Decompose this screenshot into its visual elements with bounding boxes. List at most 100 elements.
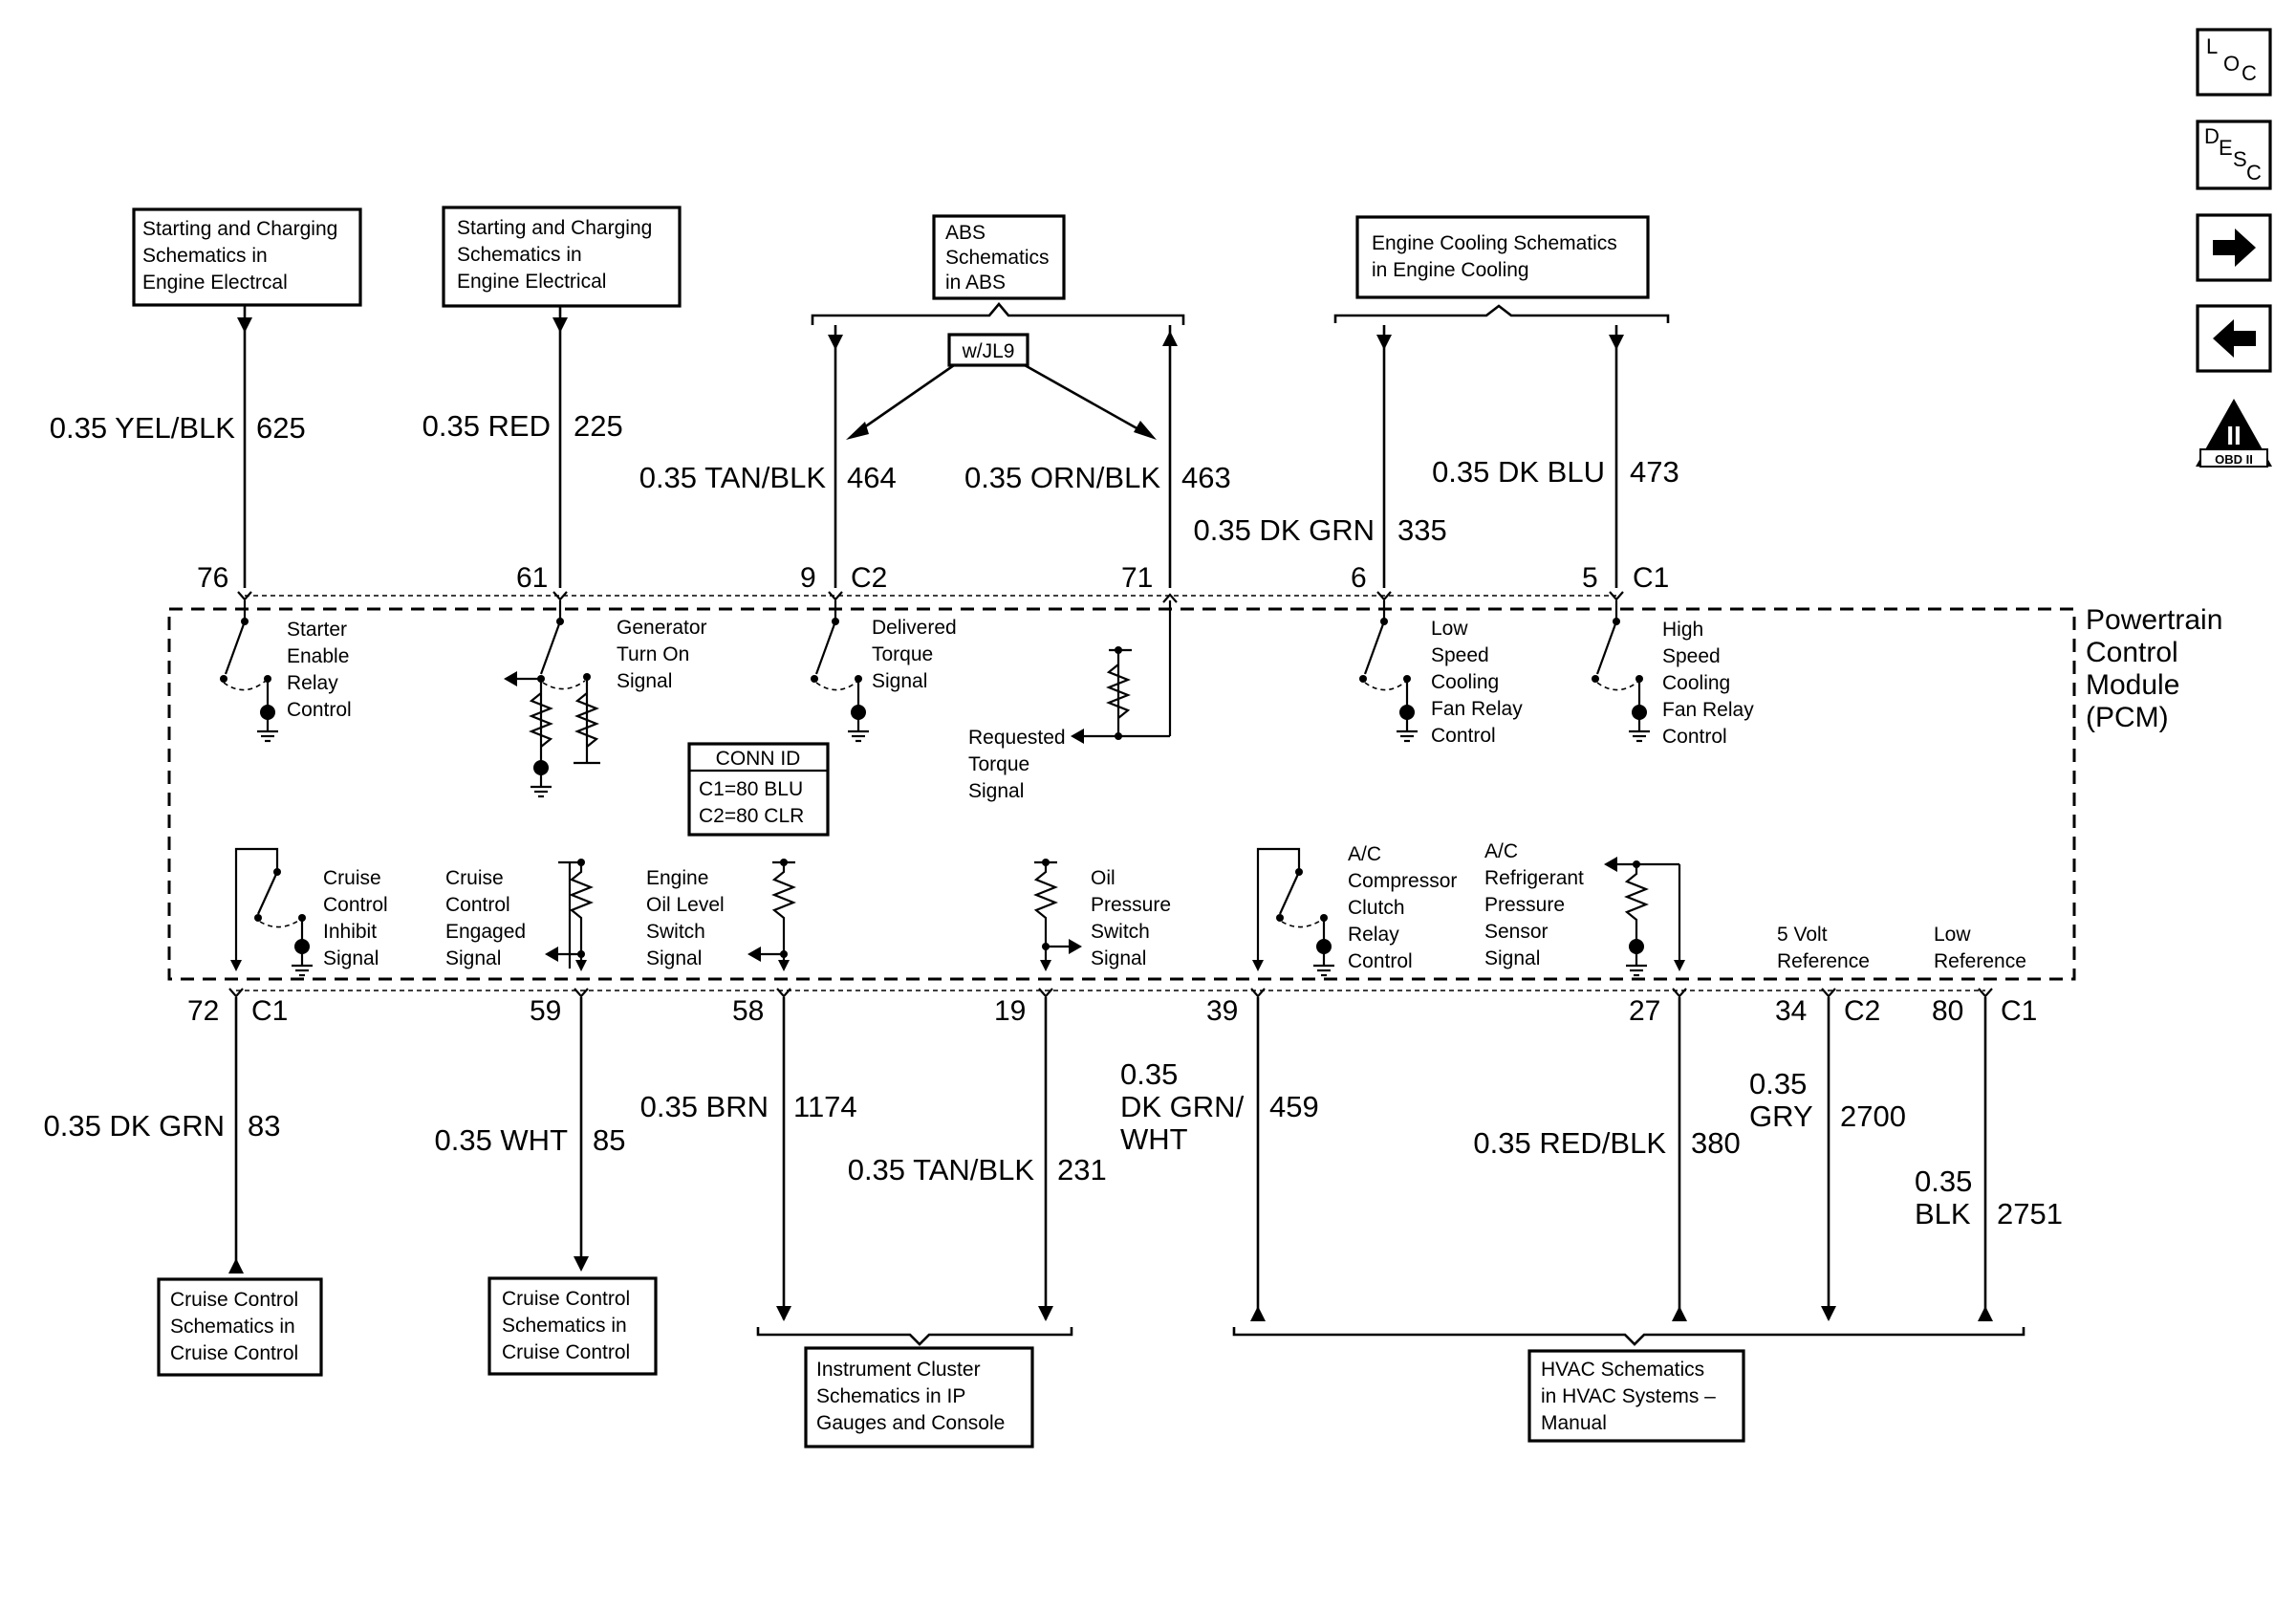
svg-text:Fan Relay: Fan Relay: [1431, 698, 1523, 720]
svg-text:C: C: [2246, 161, 2262, 185]
svg-text:0.35: 0.35: [1749, 1067, 1807, 1100]
svg-text:463: 463: [1181, 461, 1231, 494]
svg-text:Control: Control: [1348, 950, 1413, 972]
svg-text:Starting and Charging: Starting and Charging: [457, 217, 652, 239]
svg-text:E: E: [2219, 136, 2233, 160]
cruise-engaged-label: Cruise Control Engaged Signal: [445, 867, 526, 969]
ac-pressure-label: A/C Refrigerant Pressure Sensor Signal: [1484, 840, 1584, 969]
wire-459[interactable]: 39 0.35 DK GRN/ WHT 459: [1120, 995, 1319, 1321]
svg-text:Cruise Control: Cruise Control: [502, 1288, 630, 1310]
svg-text:(PCM): (PCM): [2086, 702, 2169, 733]
previous-page-arrow-icon[interactable]: [2196, 304, 2272, 373]
svg-text:Signal: Signal: [323, 947, 379, 969]
svg-text:Cooling: Cooling: [1662, 672, 1730, 694]
svg-text:0.35 WHT: 0.35 WHT: [434, 1123, 568, 1157]
svg-text:0.35 RED/BLK: 0.35 RED/BLK: [1473, 1126, 1666, 1160]
low-speed-fan-switch: [1359, 600, 1419, 743]
svg-text:0.35 DK BLU: 0.35 DK BLU: [1432, 455, 1605, 489]
oil-level-circuit: [747, 859, 796, 971]
svg-text:Fan Relay: Fan Relay: [1662, 699, 1754, 721]
svg-text:in Engine Cooling: in Engine Cooling: [1372, 259, 1529, 281]
svg-text:Torque: Torque: [872, 643, 933, 665]
wire-225[interactable]: 0.35 RED 225 61: [422, 306, 623, 594]
wire-463[interactable]: 0.35 ORN/BLK 463 71: [964, 325, 1231, 594]
svg-text:76: 76: [197, 562, 228, 594]
svg-text:Compressor: Compressor: [1348, 870, 1457, 892]
svg-text:O: O: [2223, 52, 2240, 76]
svg-text:625: 625: [256, 411, 306, 445]
box-starting-charging-2[interactable]: Starting and Charging Schematics in Engi…: [442, 206, 682, 308]
loc-icon[interactable]: L O C: [2196, 28, 2272, 97]
next-page-arrow-icon[interactable]: [2196, 213, 2272, 282]
wire-2751[interactable]: 80 C1 0.35 BLK 2751: [1915, 995, 2063, 1321]
svg-text:C: C: [2242, 61, 2257, 85]
wire-464[interactable]: 0.35 TAN/BLK 464 9 C2: [639, 325, 897, 594]
svg-text:231: 231: [1057, 1153, 1107, 1186]
box-engine-cooling[interactable]: Engine Cooling Schematics in Engine Cool…: [1355, 215, 1650, 299]
svg-text:Speed: Speed: [1662, 645, 1721, 667]
pcm-boundary: [167, 607, 2076, 981]
svg-text:Engine Electrcal: Engine Electrcal: [142, 272, 288, 294]
svg-text:Schematics in: Schematics in: [142, 245, 268, 267]
box-cruise-control-2[interactable]: Cruise Control Schematics in Cruise Cont…: [487, 1276, 658, 1376]
svg-text:Engine: Engine: [646, 867, 708, 889]
svg-text:Signal: Signal: [1091, 947, 1146, 969]
box-hvac[interactable]: HVAC Schematics in HVAC Systems – Manual: [1527, 1349, 1745, 1443]
abs-bracket: [811, 301, 1185, 325]
svg-text:Relay: Relay: [287, 672, 338, 694]
svg-text:Cooling: Cooling: [1431, 671, 1499, 693]
svg-text:Signal: Signal: [617, 670, 672, 692]
svg-text:HVAC Schematics: HVAC Schematics: [1541, 1359, 1704, 1381]
svg-text:225: 225: [574, 409, 623, 443]
ac-clutch-switch: [1252, 847, 1336, 977]
svg-text:0.35 TAN/BLK: 0.35 TAN/BLK: [639, 461, 827, 494]
wire-625[interactable]: 0.35 YEL/BLK 625 76: [50, 306, 306, 594]
svg-text:Signal: Signal: [445, 947, 501, 969]
svg-text:2751: 2751: [1997, 1197, 2063, 1230]
svg-text:Manual: Manual: [1541, 1412, 1607, 1434]
svg-text:85: 85: [593, 1123, 625, 1157]
svg-text:5 Volt: 5 Volt: [1777, 924, 1828, 946]
five-volt-reference-label: 5 Volt Reference: [1777, 924, 1870, 972]
wire-85[interactable]: 59 0.35 WHT 85: [434, 995, 625, 1272]
svg-text:61: 61: [516, 562, 548, 594]
svg-text:Schematics in IP: Schematics in IP: [816, 1385, 965, 1407]
oil-pressure-circuit: [1033, 859, 1082, 971]
instrument-cluster-bracket: [756, 1327, 1073, 1346]
box-starting-charging-1[interactable]: Starting and Charging Schematics in Engi…: [132, 207, 362, 307]
box-abs[interactable]: ABS Schematics in ABS: [932, 214, 1066, 300]
svg-text:459: 459: [1269, 1090, 1319, 1123]
ac-clutch-label: A/C Compressor Clutch Relay Control: [1348, 843, 1457, 972]
wire-231[interactable]: 19 0.35 TAN/BLK 231: [848, 995, 1107, 1321]
svg-text:C1: C1: [1633, 562, 1669, 594]
box-instrument-cluster[interactable]: Instrument Cluster Schematics in IP Gaug…: [804, 1346, 1034, 1448]
svg-text:Control: Control: [323, 894, 388, 916]
svg-text:Reference: Reference: [1777, 950, 1870, 972]
wire-2700[interactable]: 34 C2 0.35 GRY 2700: [1749, 995, 1906, 1321]
wire-1174[interactable]: 58 0.35 BRN 1174: [640, 995, 857, 1321]
high-speed-fan-label: High Speed Cooling Fan Relay Control: [1662, 619, 1754, 748]
ac-pressure-circuit: [1604, 857, 1685, 977]
svg-text:C2=80 CLR: C2=80 CLR: [699, 805, 804, 827]
wire-380[interactable]: 27 0.35 RED/BLK 380: [1473, 995, 1741, 1321]
svg-text:1174: 1174: [793, 1090, 857, 1123]
generator-label: Generator Turn On Signal: [617, 617, 707, 692]
svg-text:BLK: BLK: [1915, 1197, 1971, 1230]
svg-text:Control: Control: [1431, 725, 1496, 747]
desc-icon[interactable]: D E S C: [2196, 120, 2272, 190]
option-tag-jl9: w/JL9: [846, 333, 1157, 440]
svg-text:Instrument Cluster: Instrument Cluster: [816, 1359, 981, 1381]
svg-text:464: 464: [847, 461, 897, 494]
svg-text:C2: C2: [851, 562, 887, 594]
wire-473[interactable]: 0.35 DK BLU 473 5 C1: [1432, 325, 1679, 594]
generator-switch: [504, 600, 600, 798]
box-cruise-control-1[interactable]: Cruise Control Schematics in Cruise Cont…: [157, 1277, 323, 1377]
svg-text:0.35 DK GRN: 0.35 DK GRN: [43, 1109, 225, 1143]
svg-text:Schematics in: Schematics in: [457, 244, 582, 266]
wire-83[interactable]: 72 C1 0.35 DK GRN 83: [43, 995, 288, 1274]
svg-text:C1: C1: [251, 995, 288, 1027]
obd-ii-icon[interactable]: II OBD II: [2196, 399, 2272, 468]
hvac-bracket: [1232, 1327, 2025, 1346]
wire-335[interactable]: 0.35 DK GRN 335 6: [1193, 325, 1447, 594]
svg-text:71: 71: [1121, 562, 1153, 594]
